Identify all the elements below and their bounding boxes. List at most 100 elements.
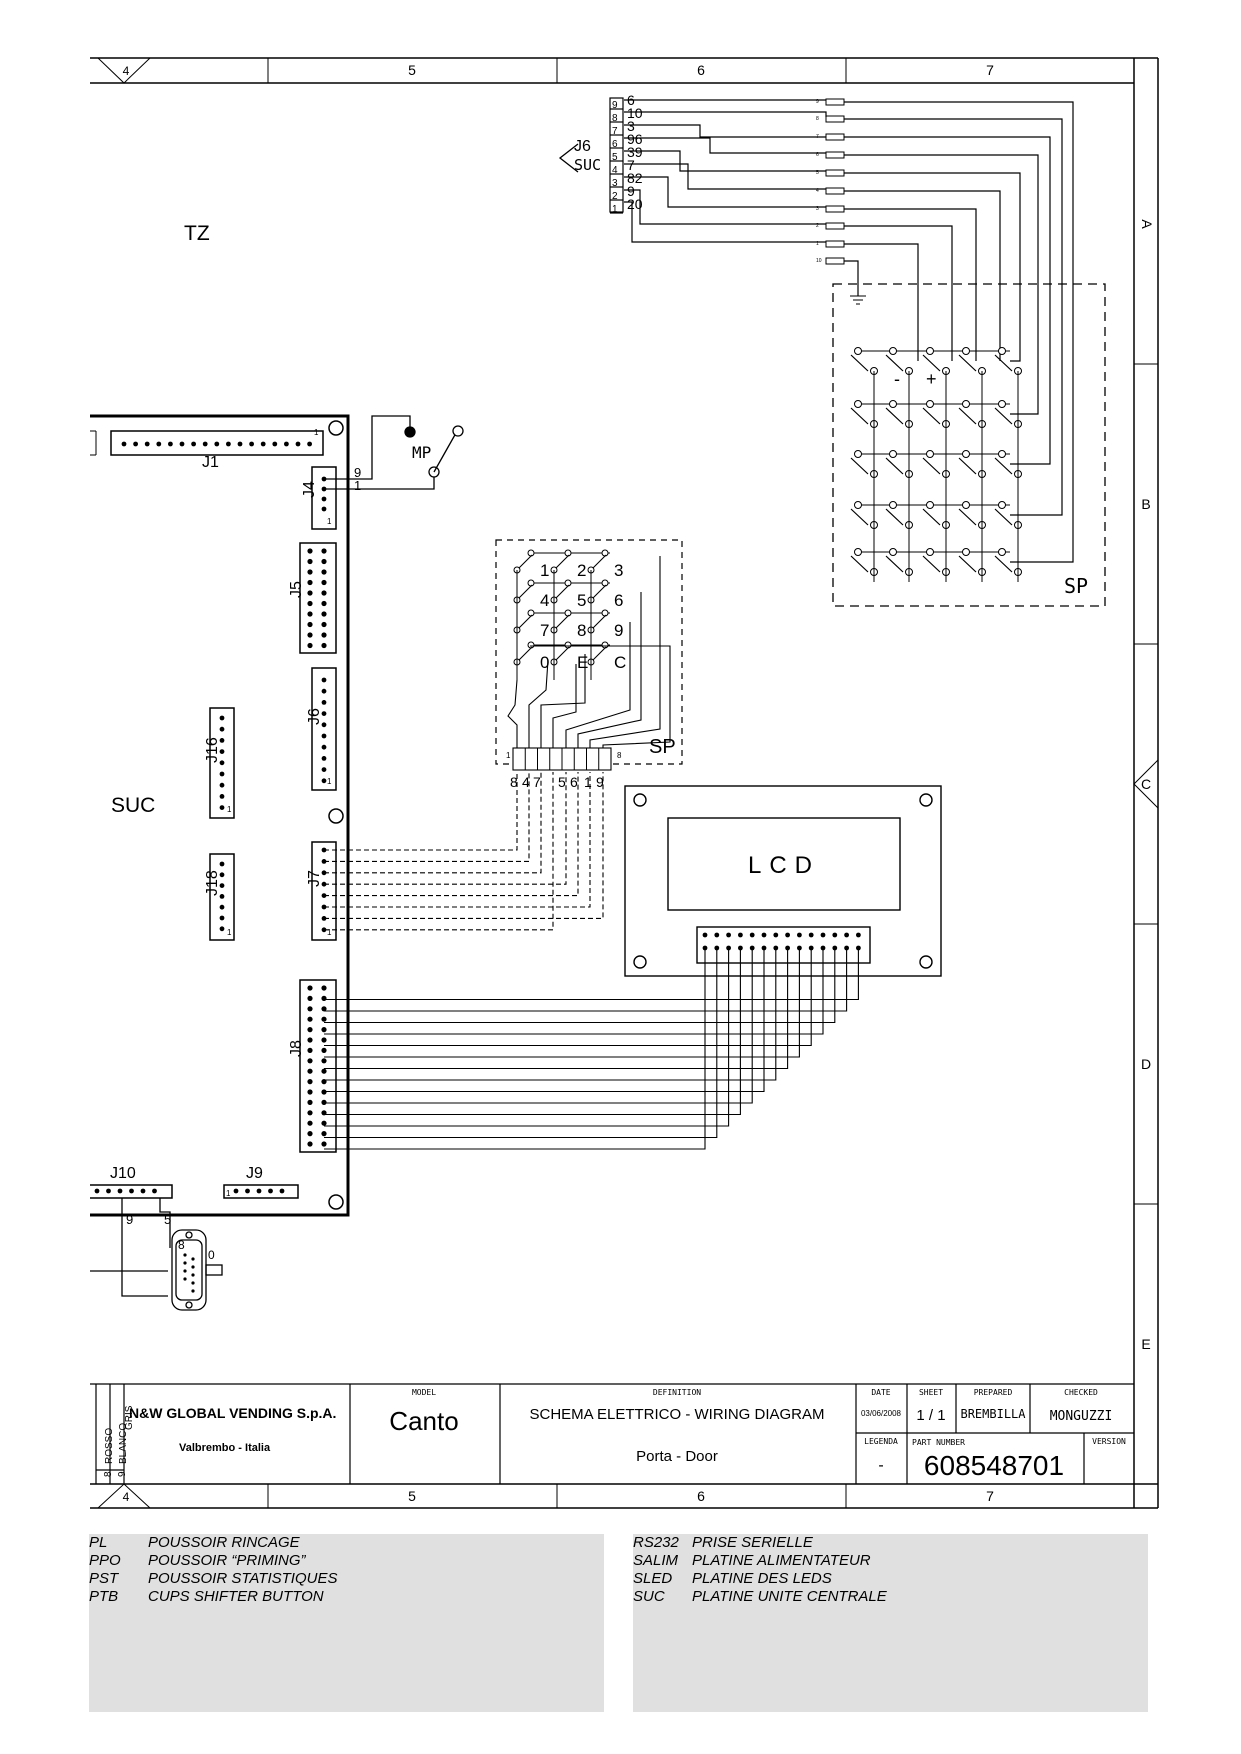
j8-pin: [321, 1120, 327, 1126]
switch-contact: [854, 450, 862, 458]
title-block-side-labels: ROSSO GRIS BLANCO 8 9: [103, 1405, 135, 1477]
key-label: 4: [540, 591, 549, 610]
pin-marker: 1: [226, 1189, 231, 1198]
j8-connector: [299, 979, 337, 1153]
j1-pin: [202, 441, 208, 447]
key-blade: [592, 584, 607, 599]
terminal: [825, 151, 845, 159]
key-contact: [564, 579, 572, 587]
switch-contact: [889, 347, 897, 355]
switch-blade: [885, 555, 904, 573]
keypad-wire: [577, 592, 642, 748]
definition-value: SCHEMA ELETTRICO - WIRING DIAGRAM: [529, 1406, 824, 1423]
plug-pin-number: 4: [612, 165, 618, 176]
j8-pin: [307, 1141, 313, 1147]
switch-contact: [926, 400, 934, 408]
lcd-pin: [738, 932, 743, 938]
j18-pin: [219, 926, 225, 932]
switch-blade: [885, 508, 904, 526]
switch-blade: [958, 555, 977, 573]
j16-pin: [219, 738, 225, 743]
lcd-pin: [820, 932, 826, 938]
j8-pin: [321, 1058, 327, 1064]
pin-marker: 1: [327, 928, 332, 937]
legend-code: PST: [89, 1570, 119, 1587]
definition-label: DEFINITION: [653, 1388, 701, 1397]
lcd-module: [624, 785, 942, 977]
legend-code: PL: [89, 1534, 108, 1551]
lcd-pin: [832, 932, 838, 938]
j5-pin: [321, 600, 327, 607]
legend-text: PLATINE DES LEDS: [692, 1570, 832, 1587]
switch-blade: [994, 555, 1013, 573]
legend-text: PLATINE UNITE CENTRALE: [692, 1588, 887, 1605]
keypad-switches: [507, 549, 671, 771]
j8-pin: [307, 1089, 313, 1095]
j5-pin: [307, 600, 313, 607]
j6-pin: [321, 778, 327, 784]
sp-matrix-label: SP: [1064, 574, 1088, 598]
terminal-number: 2: [816, 223, 819, 229]
key-contact: [601, 549, 609, 557]
j7-connector: [311, 841, 337, 941]
mounting-hole: [328, 808, 344, 824]
j5-pin: [307, 642, 313, 649]
key-contact: [564, 549, 572, 557]
keypad-wire: [540, 654, 586, 748]
j1-pin: [295, 441, 301, 447]
j5-pin: [321, 548, 327, 554]
lcd-pin: [785, 932, 790, 938]
j9-pin: [245, 1188, 250, 1194]
j1-connector: [110, 430, 324, 456]
j5-pin: [321, 569, 327, 575]
j8-pin: [307, 985, 313, 991]
lcd-pin: [773, 932, 779, 938]
serial-pins: [183, 1253, 195, 1293]
side-label: ROSSO: [104, 1428, 115, 1464]
key-contact: [601, 641, 609, 649]
j1-label: J1: [202, 454, 219, 471]
legend-left: PL POUSSOIR RINCAGE PPO POUSSOIR “PRIMIN…: [89, 1534, 604, 1712]
j8-label: J8: [288, 1040, 305, 1057]
column-label: 7: [986, 62, 994, 78]
j16-pin: [219, 749, 225, 754]
column-label: 6: [697, 62, 705, 78]
j8-pin: [321, 995, 327, 1002]
keypad-pin-label: 9: [596, 774, 604, 790]
switch-blade: [922, 508, 941, 526]
j1-pin: [121, 441, 127, 447]
lcd-pin: [726, 932, 731, 938]
prepared-value: BREMBILLA: [960, 1407, 1026, 1421]
lcd-pin: [749, 932, 755, 938]
switch-contact: [926, 501, 934, 509]
j1-pin: [284, 441, 289, 447]
j1-pin: [168, 441, 173, 447]
keypad-wire: [589, 556, 661, 748]
j7-label: J7: [306, 870, 323, 887]
switch-blade: [958, 354, 977, 372]
mounting-hole: [328, 420, 344, 436]
switch-blade: [994, 457, 1013, 475]
j8-pin: [307, 1099, 313, 1105]
harness-wire: [624, 124, 826, 138]
j7-keypad-wire: [324, 772, 518, 851]
terminal: [825, 240, 845, 248]
side-number: 9: [117, 1471, 128, 1477]
j4-label: J4: [301, 481, 318, 498]
j8-pin: [307, 1110, 313, 1116]
plug-pin-number: 9: [612, 100, 618, 111]
j6-pin: [321, 700, 327, 705]
legend-code: PPO: [89, 1552, 121, 1569]
j8-pin: [307, 1079, 313, 1085]
key-label: 1: [540, 561, 549, 580]
frame-column-labels: 4 5 6 7 4 5 6 7: [123, 62, 994, 1504]
j1-pin: [226, 441, 231, 447]
j6-pin: [321, 711, 327, 716]
key-contact: [527, 641, 535, 649]
key-blade: [555, 646, 570, 661]
j8-pin: [307, 1027, 313, 1033]
harness-wire: [844, 260, 859, 296]
lcd-pin: [714, 932, 720, 938]
switch-contact: [962, 450, 970, 458]
j16-pin: [219, 782, 225, 788]
